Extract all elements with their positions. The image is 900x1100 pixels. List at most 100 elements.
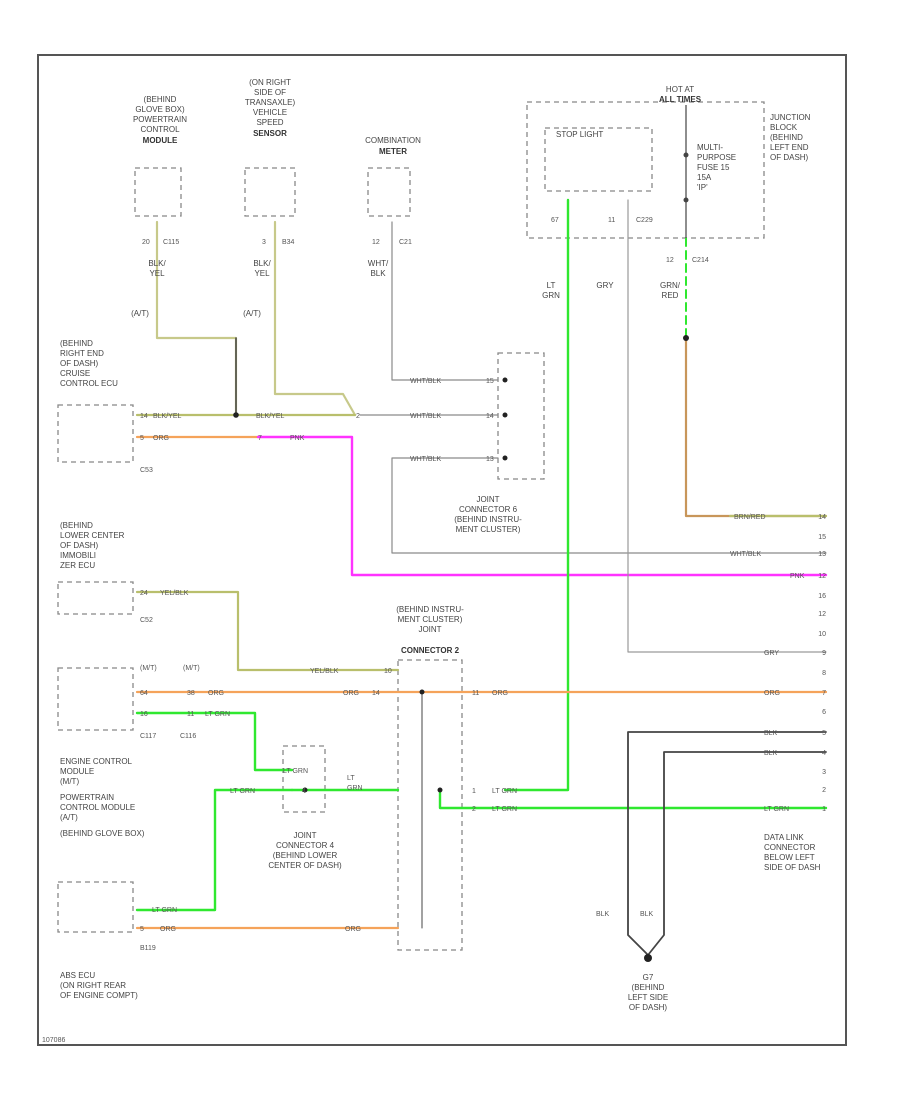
wire-label: LT GRN	[764, 806, 789, 813]
splice-dot	[502, 455, 508, 461]
wire-blk-yel-vss	[273, 220, 357, 417]
svg-text:JOINT: JOINT	[418, 625, 441, 634]
svg-text:2: 2	[822, 787, 826, 794]
fuse-label: MULTI- PURPOSE FUSE 15 15A 'IP'	[697, 143, 736, 192]
joint-connector-6-box	[497, 352, 545, 480]
svg-text:CRUISE: CRUISE	[60, 369, 90, 378]
splice-dot	[502, 412, 508, 418]
svg-text:(ON RIGHT REAR: (ON RIGHT REAR	[60, 981, 126, 990]
pin-label: 15	[486, 378, 494, 385]
svg-text:12: 12	[818, 573, 826, 580]
svg-text:LEFT SIDE: LEFT SIDE	[628, 993, 668, 1002]
svg-text:1: 1	[822, 806, 826, 813]
combination-meter-box	[367, 167, 411, 217]
pin-label: 20	[142, 239, 150, 246]
svg-text:'IP': 'IP'	[697, 183, 708, 192]
svg-text:COMBINATION: COMBINATION	[365, 136, 421, 145]
svg-text:JOINT: JOINT	[476, 495, 499, 504]
pin-label: 13	[486, 456, 494, 463]
combination-meter-label: COMBINATION METER	[365, 136, 421, 156]
wires	[135, 198, 828, 956]
svg-text:POWERTRAIN: POWERTRAIN	[133, 115, 187, 124]
svg-text:13: 13	[818, 551, 826, 558]
svg-text:SIDE OF: SIDE OF	[254, 88, 286, 97]
wire-blk-ground-1	[627, 731, 827, 956]
svg-text:(A/T): (A/T)	[131, 309, 149, 318]
wire-label: BLK	[764, 730, 778, 737]
wire-label: LT GRN	[492, 806, 517, 813]
svg-text:MENT CLUSTER): MENT CLUSTER)	[456, 525, 521, 534]
junction-block-box	[526, 101, 765, 239]
svg-text:METER: METER	[379, 147, 407, 156]
svg-text:14: 14	[818, 514, 826, 521]
wire-label: ORG	[492, 690, 508, 697]
svg-text:SPEED: SPEED	[256, 118, 283, 127]
svg-text:10: 10	[818, 631, 826, 638]
wire-label: LT GRN	[230, 788, 255, 795]
stop-light-label: STOP LIGHT	[556, 130, 603, 139]
pin-label: 14	[140, 413, 148, 420]
vss-label: (ON RIGHT SIDE OF TRANSAXLE) VEHICLE SPE…	[245, 78, 296, 138]
svg-text:CONNECTOR 2: CONNECTOR 2	[401, 646, 460, 655]
wire-label: GRN	[347, 785, 363, 792]
svg-text:CONNECTOR: CONNECTOR	[764, 843, 816, 852]
wire-label: YEL/BLK	[310, 668, 339, 675]
svg-text:RED: RED	[662, 291, 679, 300]
wire-lt-grn-main	[503, 198, 570, 792]
pin-label: 64	[140, 690, 148, 697]
pin-label: 12	[666, 257, 674, 264]
svg-text:SIDE OF DASH: SIDE OF DASH	[764, 863, 821, 872]
wire-label: BLK	[764, 750, 778, 757]
svg-text:(BEHIND: (BEHIND	[770, 133, 803, 142]
pin-label: 2	[356, 413, 360, 420]
connector-label: C52	[140, 617, 153, 624]
connector-label: C115	[163, 239, 179, 246]
dlc-label: DATA LINK CONNECTOR BELOW LEFT SIDE OF D…	[764, 833, 821, 872]
wire-label: WHT/BLK	[410, 378, 441, 385]
svg-text:GRN: GRN	[542, 291, 560, 300]
wire-wht-blk-meter	[391, 221, 499, 381]
abs-ecu-box	[57, 881, 134, 933]
svg-text:JOINT: JOINT	[293, 831, 316, 840]
wire-label: ORG	[345, 926, 361, 933]
svg-text:BLK/: BLK/	[253, 259, 271, 268]
svg-text:WHT/: WHT/	[368, 259, 389, 268]
svg-text:CONTROL: CONTROL	[140, 125, 180, 134]
vss-box	[244, 167, 296, 217]
wire-label: LT GRN	[283, 768, 308, 775]
svg-text:(BEHIND: (BEHIND	[632, 983, 665, 992]
wire-blk-yel-pcm	[155, 220, 238, 417]
svg-text:BLOCK: BLOCK	[770, 123, 798, 132]
connector-label: C53	[140, 467, 153, 474]
svg-text:BLK: BLK	[370, 269, 386, 278]
wire-yel-blk-immob	[135, 590, 400, 672]
svg-text:ENGINE CONTROL: ENGINE CONTROL	[60, 757, 133, 766]
pin-label: 16	[140, 711, 148, 718]
connector-label: C21	[399, 239, 412, 246]
wire-label: (M/T)	[183, 665, 200, 672]
svg-text:(A/T): (A/T)	[60, 813, 78, 822]
svg-text:RIGHT END: RIGHT END	[60, 349, 104, 358]
cruise-ecu-box	[57, 404, 134, 463]
wire-label: LT	[347, 775, 355, 782]
wire-label: LT GRN	[205, 711, 230, 718]
svg-text:IMMOBILI: IMMOBILI	[60, 551, 96, 560]
pin-label: 4	[302, 788, 306, 795]
svg-text:(BEHIND: (BEHIND	[60, 339, 93, 348]
svg-text:(BEHIND GLOVE BOX): (BEHIND GLOVE BOX)	[60, 829, 145, 838]
svg-text:OF DASH): OF DASH)	[60, 541, 99, 550]
wire-label: ORG	[208, 690, 224, 697]
svg-text:CENTER OF DASH): CENTER OF DASH)	[268, 861, 342, 870]
fuse-icon	[683, 105, 689, 238]
pin-label: 5	[140, 926, 144, 933]
joint-connector-2-label: (BEHIND INSTRU- MENT CLUSTER) JOINT CONN…	[396, 605, 464, 655]
wire-lt-grn-abs	[135, 788, 294, 912]
wire-wht-blk-jc6-low	[391, 457, 827, 554]
svg-text:TRANSAXLE): TRANSAXLE)	[245, 98, 296, 107]
wire-gry	[627, 199, 827, 653]
svg-text:(BEHIND INSTRU-: (BEHIND INSTRU-	[396, 605, 464, 614]
wire-label: BLK/YEL	[153, 413, 182, 420]
svg-text:16: 16	[818, 593, 826, 600]
connector-label: B119	[140, 945, 156, 952]
wire-label: YEL/BLK	[160, 590, 189, 597]
